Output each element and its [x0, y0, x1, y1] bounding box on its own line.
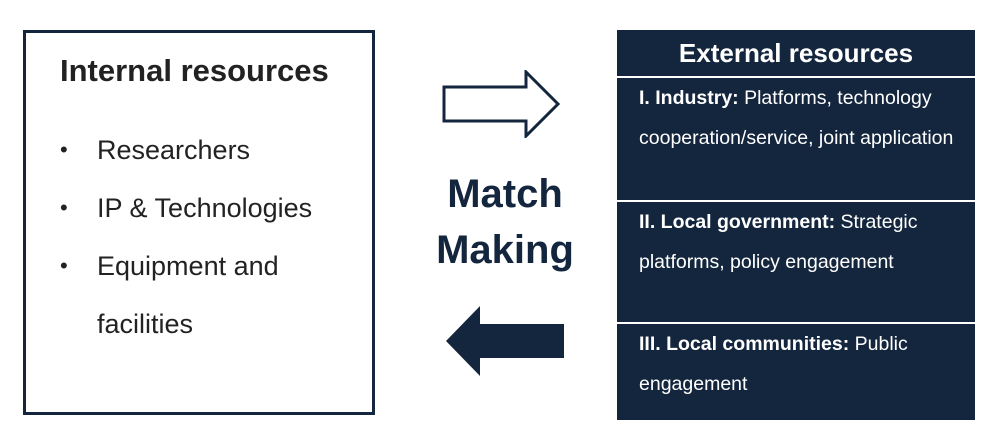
right-arrow-icon	[442, 70, 560, 138]
list-item: • Equipment and facilities	[60, 237, 337, 353]
section-lead: II. Local government:	[639, 211, 836, 233]
section-text: Public engagement	[639, 333, 908, 395]
section-lead: I. Industry:	[639, 87, 739, 109]
section-text: Platforms, technology cooperation/servic…	[639, 87, 954, 149]
external-resources-box: External resources I. Industry: Platform…	[617, 30, 975, 420]
match-making-label: Match Making	[420, 166, 590, 278]
external-resources-title: External resources	[617, 30, 975, 78]
internal-resources-list: • Researchers • IP & Technologies • Equi…	[60, 121, 337, 353]
list-item-label: Equipment and facilities	[97, 251, 279, 339]
bullet-icon: •	[60, 253, 68, 278]
left-arrow-icon	[446, 306, 564, 376]
external-section-local-government: II. Local government: Strategic platform…	[617, 202, 975, 324]
bullet-icon: •	[60, 137, 68, 162]
bullet-icon: •	[60, 195, 68, 220]
match-making-line-2: Making	[436, 228, 574, 272]
match-making-line-1: Match	[447, 172, 563, 216]
external-section-industry: I. Industry: Platforms, technology coope…	[617, 78, 975, 202]
list-item-label: Researchers	[97, 135, 251, 165]
list-item-label: IP & Technologies	[97, 193, 313, 223]
internal-resources-title: Internal resources	[60, 53, 329, 88]
section-lead: III. Local communities:	[639, 333, 850, 355]
list-item: • Researchers	[60, 121, 337, 179]
list-item: • IP & Technologies	[60, 179, 337, 237]
internal-resources-box: Internal resources • Researchers • IP & …	[23, 30, 375, 415]
section-text: Strategic platforms, policy engagement	[639, 211, 918, 273]
external-section-local-communities: III. Local communities: Public engagemen…	[617, 324, 975, 404]
